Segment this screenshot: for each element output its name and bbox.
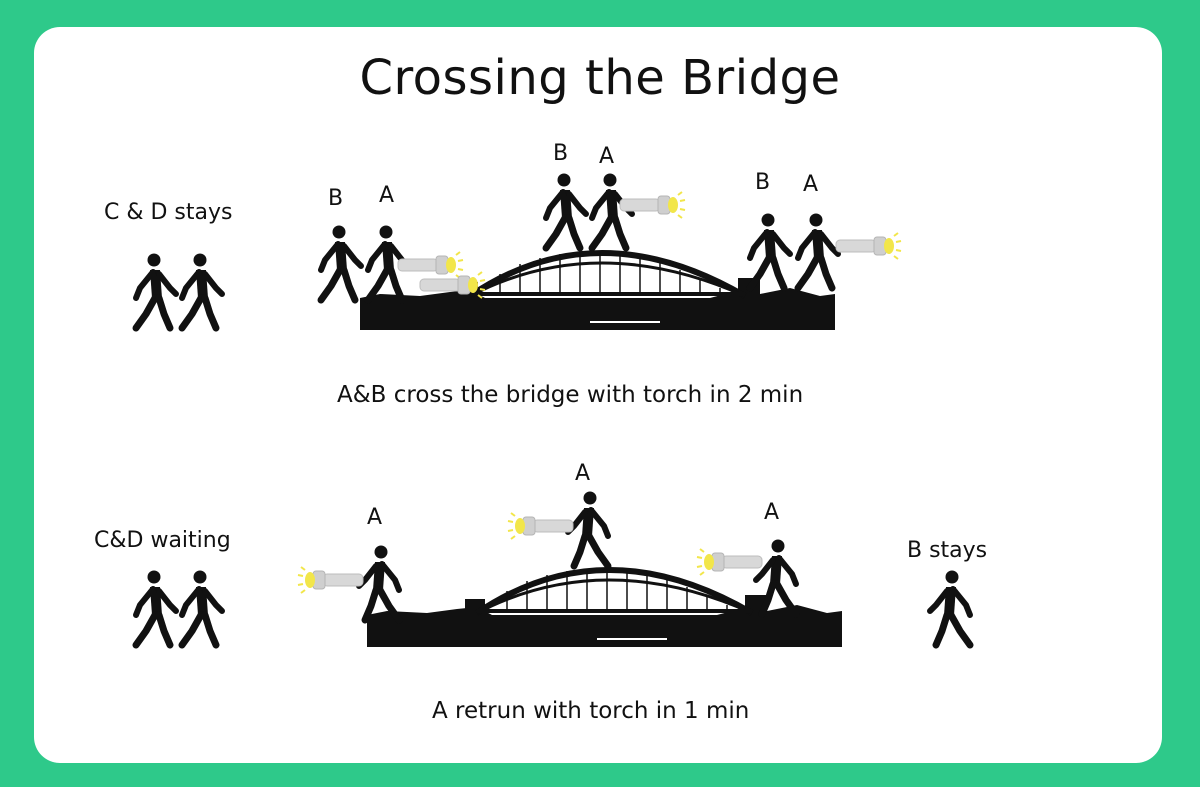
label-b-start: B [328,186,344,211]
bottom-start-walker [359,546,399,621]
label-b-end: B [755,170,771,195]
label-a-bottom-end: A [764,500,780,525]
label-b-mid: B [553,141,569,166]
label-a-bottom-mid: A [575,461,591,486]
torch-icon [397,251,464,279]
top-end-walkers [750,214,838,289]
top-mid-walkers [546,174,632,249]
top-cd-walkers [136,254,222,329]
torch-icon [507,512,574,540]
torch-icon [696,548,763,576]
torch-icon [297,566,364,594]
top-caption: A&B cross the bridge with torch in 2 min [337,382,804,408]
top-left-note: C & D stays [104,200,233,225]
bottom-caption: A retrun with torch in 1 min [432,698,750,724]
bottom-left-note: C&D waiting [94,528,231,553]
label-a-end: A [803,172,819,197]
bottom-right-note: B stays [907,538,988,563]
bottom-b-walker [930,571,970,646]
label-a-start: A [379,183,395,208]
top-start-walkers [321,226,408,301]
page-title: Crossing the Bridge [359,50,841,106]
bottom-mid-walker [568,492,608,567]
bottom-cd-walkers [136,571,222,646]
torch-icon [835,232,902,260]
label-a-mid: A [599,144,615,169]
label-a-bottom-start: A [367,505,383,530]
